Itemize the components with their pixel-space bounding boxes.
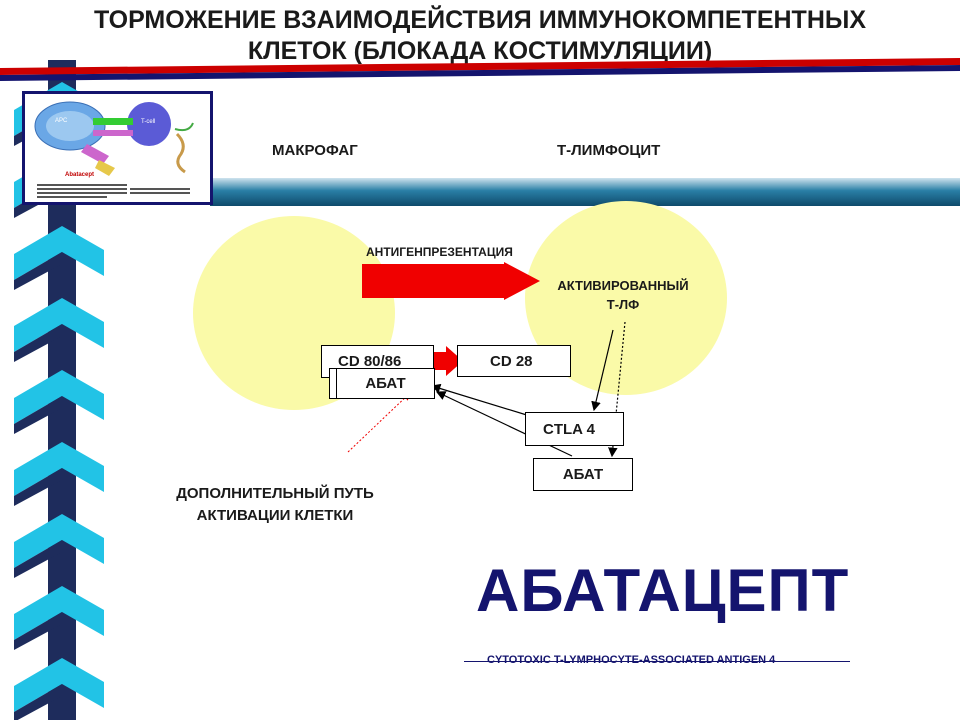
- chain-link: [14, 586, 104, 640]
- chain-link-shadow: [14, 468, 62, 506]
- additional-line2: АКТИВАЦИИ КЛЕТКИ: [196, 507, 354, 524]
- abatacept-headline: АБАТАЦЕПТ: [476, 557, 850, 624]
- chain-link: [14, 514, 104, 568]
- antigen-presentation-arrow: [362, 262, 540, 300]
- ctla4-to-abat-arrow: [430, 383, 531, 417]
- antigen-presentation-label: АНТИГЕНПРЕЗЕНТАЦИЯ: [366, 245, 513, 259]
- thumbnail-tcell-label: T-cell: [141, 119, 156, 125]
- footnote-text: CYTOTOXIC T-LYMPHOCYTE-ASSOCIATED ANTIGE…: [487, 654, 776, 666]
- thumbnail-abatacept-label: Abatacept: [65, 172, 95, 178]
- additional-pathway-dotted-arrow: [347, 392, 411, 453]
- footnote-line: [464, 661, 850, 662]
- chain-link: [14, 226, 104, 280]
- chain-link: [14, 370, 104, 424]
- ctla4-box: CTLA 4: [525, 412, 624, 446]
- slide-title-line1: ТОРМОЖЕНИЕ ВЗАИМОДЕЙСТВИЯ ИММУНОКОМПЕТЕН…: [93, 6, 867, 34]
- slide-title-line2: КЛЕТОК (БЛОКАДА КОСТИМУЛЯЦИИ): [247, 37, 713, 65]
- chain-link-shadow: [14, 612, 62, 650]
- chain-link-shadow: [14, 684, 62, 720]
- chain-link-shadow: [14, 324, 62, 362]
- activated-line2: Т-ЛФ: [606, 297, 640, 312]
- diagram-thumbnail: APC T-cell Abatacept: [22, 91, 213, 205]
- chain-link: [14, 658, 104, 712]
- tcell-to-ctla4-arrow: [591, 329, 614, 412]
- chain-link: [14, 442, 104, 496]
- activated-t-lf-label: АКТИВИРОВАННЫЙ Т-ЛФ: [540, 276, 706, 314]
- additional-activation-label: ДОПОЛНИТЕЛЬНЫЙ ПУТЬ АКТИВАЦИИ КЛЕТКИ: [150, 483, 400, 527]
- horizontal-band: [210, 178, 960, 206]
- chain-link: [14, 298, 104, 352]
- abat1-text: АБАТ: [365, 375, 406, 392]
- abat2-box: АБАТ: [533, 458, 633, 491]
- chain-link-shadow: [14, 540, 62, 578]
- thumbnail-apc-label: APC: [55, 118, 68, 124]
- chain-link-shadow: [14, 252, 62, 290]
- cd80-to-cd28-arrow: [428, 346, 463, 376]
- abat2-text: АБАТ: [562, 466, 604, 483]
- cd80-86-text: CD 80/86: [338, 353, 402, 370]
- additional-line1: ДОПОЛНИТЕЛЬНЫЙ ПУТЬ: [176, 485, 374, 502]
- cd28-text: CD 28: [490, 352, 533, 370]
- abat1-box: АБАТ: [336, 368, 435, 399]
- macrophage-label: МАКРОФАГ: [272, 142, 358, 159]
- t-lymphocyte-label: Т-ЛИМФОЦИТ: [557, 142, 661, 159]
- cd28-box: CD 28: [457, 345, 571, 377]
- chain-link-shadow: [14, 396, 62, 434]
- activated-line1: АКТИВИРОВАННЫЙ: [557, 278, 689, 293]
- ctla4-text: CTLA 4: [543, 420, 595, 438]
